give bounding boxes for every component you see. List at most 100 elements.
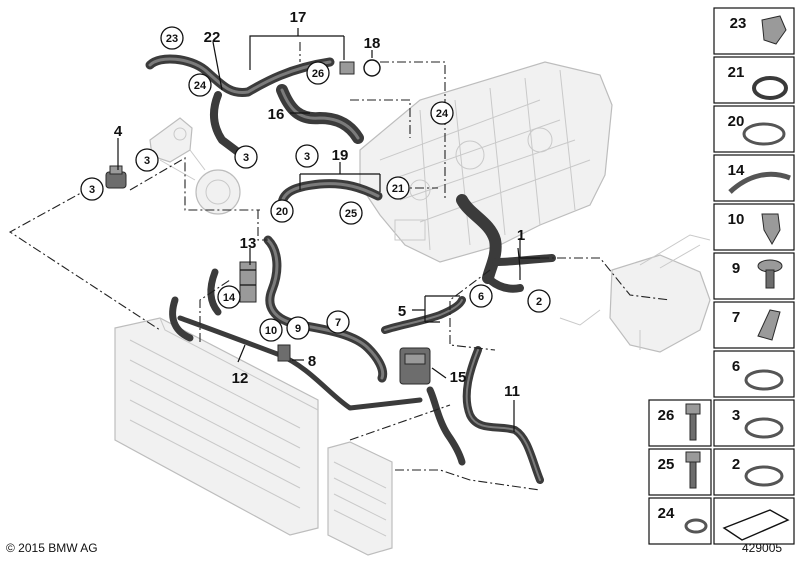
auxiliary-radiator bbox=[327, 441, 393, 556]
callout-3a: 3 bbox=[144, 155, 150, 167]
callout-26: 26 bbox=[312, 68, 324, 80]
part-26-screw bbox=[339, 61, 355, 75]
callout-circle-24b bbox=[430, 101, 454, 125]
panel-label-24: 24 bbox=[658, 505, 675, 522]
water-pump-assembly bbox=[149, 117, 241, 215]
connection-lines bbox=[8, 42, 671, 491]
panel-label-9: 9 bbox=[732, 260, 740, 277]
callout-6: 6 bbox=[478, 291, 484, 303]
panel-label-10: 10 bbox=[728, 211, 745, 228]
holder-14-icon bbox=[728, 171, 791, 194]
panel-label-3: 3 bbox=[732, 407, 740, 424]
callout-circle-10 bbox=[259, 318, 283, 342]
copyright-text: © 2015 BMW AG bbox=[6, 541, 98, 555]
hose-clamp-6-icon bbox=[744, 369, 784, 391]
hose-16 bbox=[276, 84, 364, 144]
panel-box-25 bbox=[648, 448, 712, 496]
callouts: 23 22 24 17 18 26 24 16 4 3 3 3 3 19 21 … bbox=[80, 9, 551, 400]
callout-5: 5 bbox=[398, 303, 406, 320]
callout-13: 13 bbox=[240, 235, 257, 252]
panel-box-3 bbox=[713, 399, 795, 447]
panel-label-20: 20 bbox=[728, 113, 745, 130]
callout-8: 8 bbox=[308, 353, 316, 370]
callout-circle-25 bbox=[339, 201, 363, 225]
callout-22: 22 bbox=[204, 29, 221, 46]
clip-10-icon bbox=[761, 213, 781, 246]
bracket-7-icon bbox=[757, 309, 781, 341]
callout-25: 25 bbox=[345, 208, 357, 220]
panel-box-6 bbox=[713, 350, 795, 398]
callout-7: 7 bbox=[335, 317, 341, 329]
panel-label-26: 26 bbox=[658, 407, 675, 424]
hose-22-upper bbox=[145, 54, 335, 156]
callout-24a: 24 bbox=[194, 80, 207, 92]
callout-circle-2 bbox=[527, 289, 551, 313]
callout-3d: 3 bbox=[304, 151, 310, 163]
panel-box-7 bbox=[713, 301, 795, 349]
callout-circle-23 bbox=[160, 26, 184, 50]
panel-label-6: 6 bbox=[732, 358, 740, 375]
panel-box-9 bbox=[713, 252, 795, 300]
callout-circle-9 bbox=[286, 316, 310, 340]
callout-4: 4 bbox=[114, 123, 123, 140]
hose-5 bbox=[381, 296, 466, 334]
panel-label-2: 2 bbox=[732, 456, 740, 473]
callout-circle-21 bbox=[386, 176, 410, 200]
screw-25-icon bbox=[685, 451, 701, 463]
callout-11: 11 bbox=[504, 383, 520, 400]
panel-label-7: 7 bbox=[732, 309, 740, 326]
callout-12: 12 bbox=[232, 370, 249, 387]
callout-18: 18 bbox=[364, 35, 381, 52]
expansion-tank bbox=[559, 234, 711, 353]
callout-2: 2 bbox=[536, 296, 542, 308]
hose-clamp-3-icon bbox=[744, 417, 784, 439]
part-13-bracket bbox=[239, 261, 257, 303]
panel-label-25: 25 bbox=[658, 456, 675, 473]
callout-circle-14 bbox=[217, 285, 241, 309]
engine-block bbox=[359, 61, 613, 263]
callout-17: 17 bbox=[290, 9, 307, 26]
hose-clamp-2-icon bbox=[744, 465, 784, 487]
radiator bbox=[114, 317, 319, 536]
callout-20: 20 bbox=[276, 206, 288, 218]
panel-box-10 bbox=[713, 203, 795, 251]
part-4-thermostat-cap bbox=[105, 165, 127, 189]
callout-circle-3b bbox=[80, 177, 104, 201]
hose-11 bbox=[426, 346, 544, 484]
hose-clamp-20-icon bbox=[742, 122, 786, 146]
callout-circle-3c bbox=[234, 145, 258, 169]
callout-14: 14 bbox=[223, 292, 236, 304]
callout-19: 19 bbox=[332, 147, 349, 164]
callout-circle-6 bbox=[469, 284, 493, 308]
part-8-clip bbox=[277, 344, 291, 362]
callout-3b: 3 bbox=[89, 184, 95, 196]
callout-10: 10 bbox=[265, 325, 277, 337]
callout-21: 21 bbox=[392, 183, 404, 195]
callout-9: 9 bbox=[295, 323, 301, 335]
callout-3c: 3 bbox=[243, 152, 249, 164]
callout-15: 15 bbox=[450, 369, 467, 386]
part-18-seal-ring bbox=[363, 59, 381, 77]
callout-circle-3a bbox=[135, 148, 159, 172]
leader-lines bbox=[117, 28, 540, 432]
hose-19 bbox=[277, 179, 383, 210]
hose-clamp-24-icon bbox=[684, 518, 708, 534]
panel-label-14: 14 bbox=[728, 162, 745, 179]
callout-circle-20 bbox=[270, 199, 294, 223]
document-number: 429005 bbox=[742, 541, 782, 555]
part-15-valve bbox=[399, 347, 431, 385]
parts-panel: 23 21 20 14 10 9 7 6 3 2 26 bbox=[648, 7, 795, 545]
callout-circle-7 bbox=[326, 310, 350, 334]
seal-ring-21-icon bbox=[752, 76, 788, 100]
direction-arrow-icon bbox=[722, 509, 790, 541]
clip-23-icon bbox=[761, 15, 787, 45]
callout-circle-26 bbox=[306, 61, 330, 85]
callout-16: 16 bbox=[268, 106, 285, 123]
callout-circle-3d bbox=[295, 144, 319, 168]
panel-box-26 bbox=[648, 399, 712, 447]
screw-26-icon bbox=[685, 403, 701, 415]
callout-circle-24a bbox=[188, 73, 212, 97]
panel-label-23: 23 bbox=[730, 15, 747, 32]
